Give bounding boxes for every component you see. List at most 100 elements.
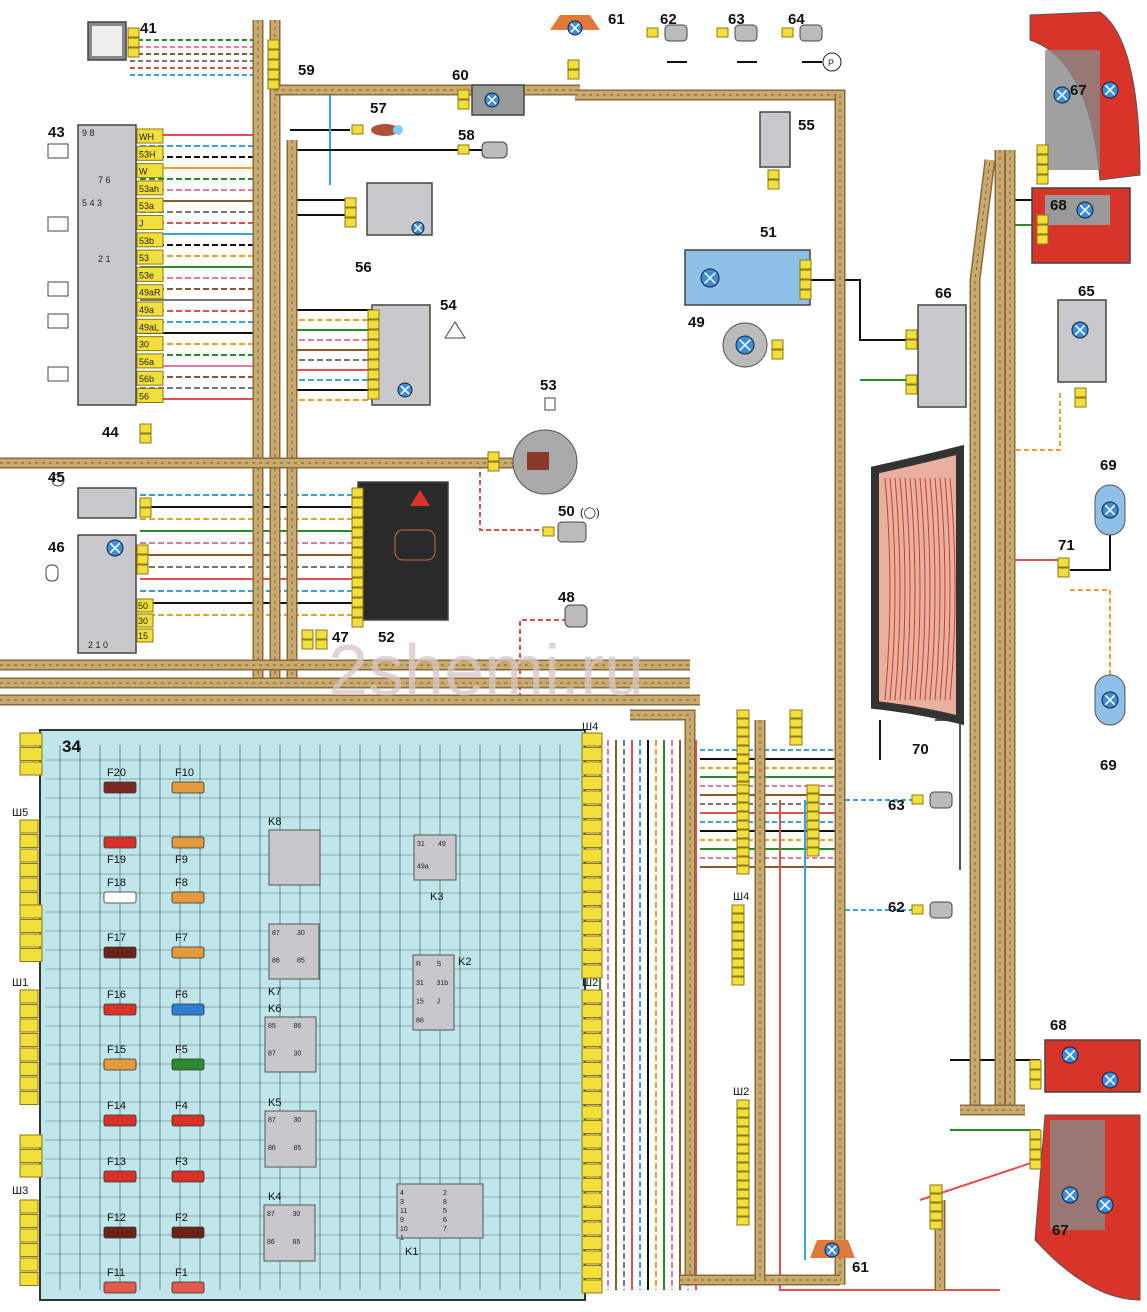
steering-column-switch-43[interactable] (77, 124, 137, 406)
connector-sh4[interactable] (581, 732, 603, 979)
lamp-68-bottom[interactable] (1044, 1039, 1141, 1093)
fuse-f11[interactable] (103, 1281, 137, 1294)
connector-label-sh3: Ш3 (12, 1185, 28, 1197)
fuse-label: F15 (107, 1044, 126, 1056)
fuse-f19[interactable] (103, 836, 137, 849)
seatbelt-switch-55[interactable] (759, 111, 791, 168)
fuse-f7[interactable] (171, 946, 205, 959)
indicator-52-pin (351, 577, 364, 588)
connector-pin (929, 1184, 943, 1194)
switch-43-pin-label: 56 (139, 392, 149, 402)
connector-sh2[interactable] (581, 989, 603, 1294)
fuse-label: F18 (107, 877, 126, 889)
taillight-body (1045, 50, 1100, 170)
connector-label-sh2-lower: Ш2 (733, 1086, 749, 1098)
fuse-f1[interactable] (171, 1281, 205, 1294)
taillight-lamp-cross (1056, 89, 1068, 101)
handbrake-56[interactable] (366, 182, 433, 236)
heater-filament (934, 477, 941, 701)
fuse-f5[interactable] (171, 1058, 205, 1071)
relay-k8[interactable] (268, 829, 321, 886)
component-number-45: 45 (48, 469, 65, 486)
connector-pin (581, 1091, 603, 1105)
connector-pin (736, 709, 750, 719)
connector-pin (19, 1018, 39, 1033)
connector-pin (19, 747, 43, 761)
connector-59-pin (267, 39, 280, 50)
fuse-f13[interactable] (103, 1170, 137, 1183)
relay-pin: R (416, 961, 421, 968)
connector-pin (581, 1236, 603, 1250)
fuse-f16[interactable] (103, 1003, 137, 1016)
connector-left-2[interactable] (19, 904, 43, 962)
switch-46-positions: 2 1 0 (88, 640, 108, 650)
fuse-f9[interactable] (171, 836, 205, 849)
relay-k2[interactable] (412, 954, 455, 1031)
heated-rear-window-70[interactable] (871, 444, 964, 726)
relay-k5[interactable] (264, 1110, 317, 1168)
gauge-41-pin (127, 37, 140, 48)
connector-mid[interactable] (806, 784, 820, 857)
heater-filament (889, 477, 896, 701)
connector-59-pin (267, 59, 280, 70)
relay-pin: 87 (268, 1117, 276, 1124)
component-number-60: 60 (452, 67, 469, 84)
connector-sh4-upper[interactable] (736, 709, 750, 791)
connector-mid-2[interactable] (736, 784, 750, 875)
fuse-f12[interactable] (103, 1226, 137, 1239)
components: WH53HW53ah53aJ53b5353e49aR49a49aL3056a56… (45, 11, 1141, 1301)
relay-k1[interactable] (396, 1183, 484, 1239)
connector-59-pin (267, 79, 280, 90)
relay-pin: 31 (417, 841, 425, 848)
connector-sh2-lower[interactable] (736, 1099, 750, 1226)
gauge-41-pin (127, 47, 140, 58)
connector-bottom[interactable] (929, 1184, 943, 1230)
switch-64 (799, 24, 823, 42)
connector-sh1[interactable] (19, 989, 39, 1105)
fuse-f20[interactable] (103, 781, 137, 794)
fuse-f17[interactable] (103, 946, 137, 959)
relay-66[interactable] (917, 304, 967, 408)
relay-k3[interactable] (413, 834, 457, 881)
connector-sh3[interactable] (19, 1199, 39, 1286)
fuse-f8[interactable] (171, 891, 205, 904)
fuel-pump-icon (544, 397, 556, 411)
fuse-f4[interactable] (171, 1114, 205, 1127)
fuse-f10[interactable] (171, 781, 205, 794)
fuse-f14[interactable] (103, 1114, 137, 1127)
relay-pin: 30 (294, 1117, 302, 1124)
connector-pin (581, 1033, 603, 1047)
switch-43-contacts: 9 8 (82, 128, 95, 138)
ignition-switch-46[interactable] (77, 534, 137, 654)
connector-top-left[interactable] (19, 732, 43, 776)
relay-k4[interactable] (263, 1204, 316, 1262)
component-number-50: 50 (558, 503, 575, 520)
connector-sh5[interactable] (19, 819, 39, 906)
relay-pin: 15 (416, 999, 424, 1006)
relay-k6[interactable] (264, 1016, 317, 1073)
connector-upper-2[interactable] (789, 709, 803, 746)
fuse-f3[interactable] (171, 1170, 205, 1183)
fuse-f18[interactable] (103, 891, 137, 904)
component-number-56: 56 (355, 259, 372, 276)
lamp-58 (481, 141, 508, 159)
hazard-54-pin (367, 319, 380, 330)
relay-k7[interactable] (268, 923, 320, 980)
fuse-f6[interactable] (171, 1003, 205, 1016)
switch-43-pin-label: W (139, 167, 148, 177)
connector-left-3[interactable] (19, 1134, 43, 1178)
lamp-65[interactable] (1057, 299, 1107, 383)
switch-43-pin (136, 180, 164, 196)
fuse-f15[interactable] (103, 1058, 137, 1071)
connector-pin (736, 820, 750, 830)
relay-45[interactable] (77, 487, 137, 519)
fuse-f2[interactable] (171, 1226, 205, 1239)
connector-sh4-lower[interactable] (731, 904, 745, 986)
connector-pin (19, 863, 39, 877)
connector-pin (736, 1153, 750, 1163)
heater-filament (884, 477, 891, 701)
connector-pin (581, 1221, 603, 1236)
connector-pin (19, 892, 39, 906)
indicator-52-pin (351, 497, 364, 508)
indicator-52-pin (351, 567, 364, 578)
